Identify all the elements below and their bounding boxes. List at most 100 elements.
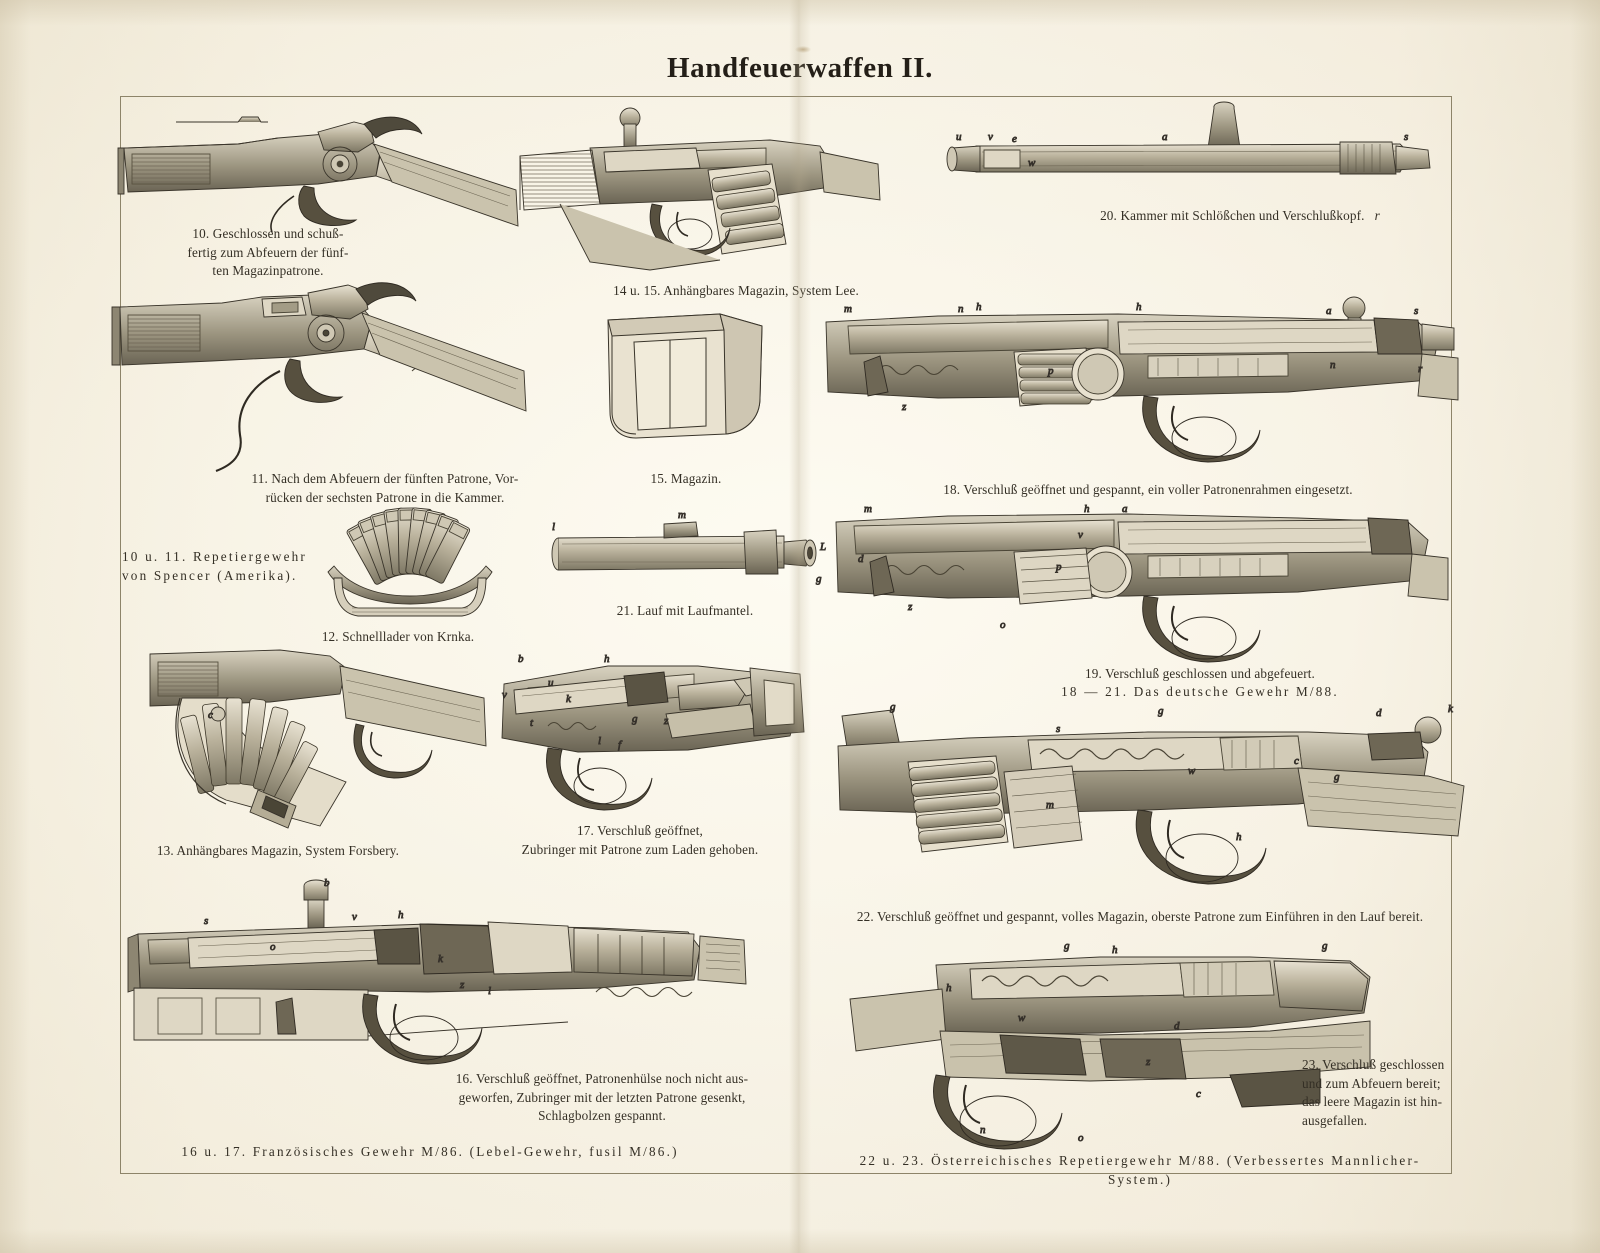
svg-text:f: f (618, 739, 623, 751)
svg-text:a: a (1326, 305, 1332, 317)
svg-text:v: v (502, 689, 507, 701)
svg-text:o: o (270, 941, 276, 953)
caption-figure-20: 20. Kammer mit Schlößchen und Verschlußk… (1040, 207, 1440, 226)
svg-text:d: d (858, 553, 864, 565)
figure-15-magazine-box (600, 306, 770, 446)
svg-text:h: h (1112, 944, 1118, 956)
caption-figure-13: 13. Anhängbares Magazin, System Forsbery… (156, 843, 400, 858)
svg-text:c: c (208, 709, 213, 721)
caption-figure-12: 12. Schnelllader von Krnka. (321, 629, 475, 644)
svg-text:g: g (1322, 940, 1328, 952)
svg-text:c: c (1294, 755, 1299, 767)
svg-text:k: k (566, 693, 572, 705)
plate-border-frame (120, 96, 1452, 1174)
svg-text:t: t (530, 717, 534, 729)
svg-text:b: b (324, 877, 330, 889)
svg-text:z: z (907, 601, 913, 613)
caption-figure-17: 17. Verschluß geöffnet, Zubringer mit Pa… (521, 823, 759, 857)
svg-text:z: z (459, 979, 465, 991)
caption-figure-22-23-group: 22 u. 23. Österreichisches Repetiergeweh… (840, 1152, 1440, 1189)
figure-12-krnka-loader (300, 507, 520, 623)
svg-text:g: g (816, 573, 822, 585)
svg-text:s: s (1414, 305, 1418, 317)
svg-text:m: m (678, 509, 686, 521)
figure-20-bolt-assembly: v e u w a s (940, 101, 1440, 206)
svg-text:l: l (598, 735, 601, 747)
figure-14-15-lee-magazine (519, 104, 881, 274)
svg-text:m: m (1046, 799, 1054, 811)
svg-text:z: z (663, 715, 669, 727)
figure-10-spencer-closed (117, 104, 519, 234)
svg-text:h: h (1084, 503, 1090, 515)
svg-text:b: b (518, 653, 524, 665)
caption-figure-10: 10. Geschlossen und schuß- fertig zum Ab… (187, 226, 349, 279)
svg-text:r: r (1418, 363, 1423, 375)
figure-17-lebel-breech-open: b h v u k t g z l f (488, 640, 808, 825)
figure-18-german-m88-open: m n h h a s n r p z (818, 296, 1459, 476)
svg-text:g: g (1334, 771, 1340, 783)
svg-text:h: h (1136, 301, 1142, 313)
svg-text:h: h (1236, 831, 1242, 843)
caption-figure-16-17-group: 16 u. 17. Französisches Gewehr M/86. (Le… (180, 1143, 680, 1162)
caption-group-text: 10 u. 11. Repetiergewehr von Spencer (Am… (122, 549, 308, 583)
caption-group-text: 16 u. 17. Französisches Gewehr M/86. (Le… (181, 1144, 679, 1159)
svg-text:s: s (1056, 723, 1060, 735)
svg-text:w: w (1188, 765, 1196, 777)
figure-19-german-m88-closed: m h a v p d z o (828, 500, 1449, 665)
caption-figure-23: 23. Verschluß geschlossen und zum Abfeue… (1302, 1057, 1445, 1129)
svg-text:v: v (352, 911, 357, 923)
svg-text:k: k (1448, 703, 1454, 715)
svg-text:u: u (548, 677, 554, 689)
svg-text:o: o (1078, 1132, 1084, 1144)
caption-figure-10-11-group: 10 u. 11. Repetiergewehr von Spencer (Am… (122, 548, 332, 585)
svg-text:p: p (1055, 561, 1062, 573)
svg-text:h: h (976, 301, 982, 313)
svg-text:v: v (988, 131, 993, 143)
svg-text:z: z (901, 401, 907, 413)
svg-text:v: v (1078, 529, 1083, 541)
caption-group-text: 18 — 21. Das deutsche Gewehr M/88. (1061, 684, 1339, 699)
figure-16-lebel-breech: b h s v o k z l (127, 876, 748, 1076)
svg-text:L: L (819, 541, 826, 553)
part-label-r: r (1374, 208, 1380, 223)
svg-text:a: a (1162, 131, 1168, 143)
svg-text:g: g (890, 701, 896, 713)
figure-22-austrian-m88-open: g g d k s w c g m h (828, 700, 1468, 900)
svg-text:a: a (1122, 503, 1128, 515)
svg-text:g: g (1064, 940, 1070, 952)
caption-figure-19: 19. Verschluß geschlossen und abgefeuert… (1084, 666, 1316, 681)
svg-text:g: g (1158, 705, 1164, 717)
caption-figure-16: 16. Verschluß geöffnet, Patronenhülse no… (455, 1071, 749, 1124)
caption-figure-15: 15. Magazin. (650, 471, 722, 486)
svg-text:h: h (604, 653, 610, 665)
svg-text:m: m (864, 503, 872, 515)
svg-text:h: h (946, 982, 952, 994)
svg-text:s: s (1404, 131, 1408, 143)
figure-23-austrian-m88-closed: g g h h w d z c n o (849, 935, 1430, 1150)
svg-text:z: z (1145, 1056, 1151, 1068)
svg-text:k: k (438, 953, 444, 965)
svg-text:o: o (1000, 619, 1006, 631)
svg-text:p: p (1047, 365, 1054, 377)
svg-text:d: d (1376, 707, 1382, 719)
svg-text:c: c (1196, 1088, 1201, 1100)
svg-text:w: w (1028, 157, 1036, 169)
svg-text:d: d (1174, 1020, 1180, 1032)
caption-figure-18: 18. Verschluß geöffnet und gespannt, ein… (943, 482, 1353, 497)
svg-text:l: l (552, 521, 555, 533)
svg-text:l: l (488, 985, 491, 997)
caption-group-text: 22 u. 23. Österreichisches Repetiergeweh… (859, 1153, 1421, 1187)
svg-text:g: g (632, 713, 638, 725)
svg-text:w: w (1018, 1012, 1026, 1024)
svg-text:h: h (398, 909, 404, 921)
svg-text:s: s (204, 915, 208, 927)
figure-21-barrel-with-jacket: l m L g (548, 509, 828, 595)
svg-text:u: u (956, 131, 962, 143)
caption-text: 20. Kammer mit Schlößchen und Verschlußk… (1100, 208, 1365, 223)
caption-figure-22: 22. Verschluß geöffnet und gespannt, vol… (856, 909, 1424, 924)
svg-text:n: n (980, 1124, 986, 1136)
svg-text:n: n (1330, 359, 1336, 371)
svg-text:n: n (958, 303, 964, 315)
caption-figure-14-15: 14 u. 15. Anhängbares Magazin, System Le… (613, 283, 859, 298)
